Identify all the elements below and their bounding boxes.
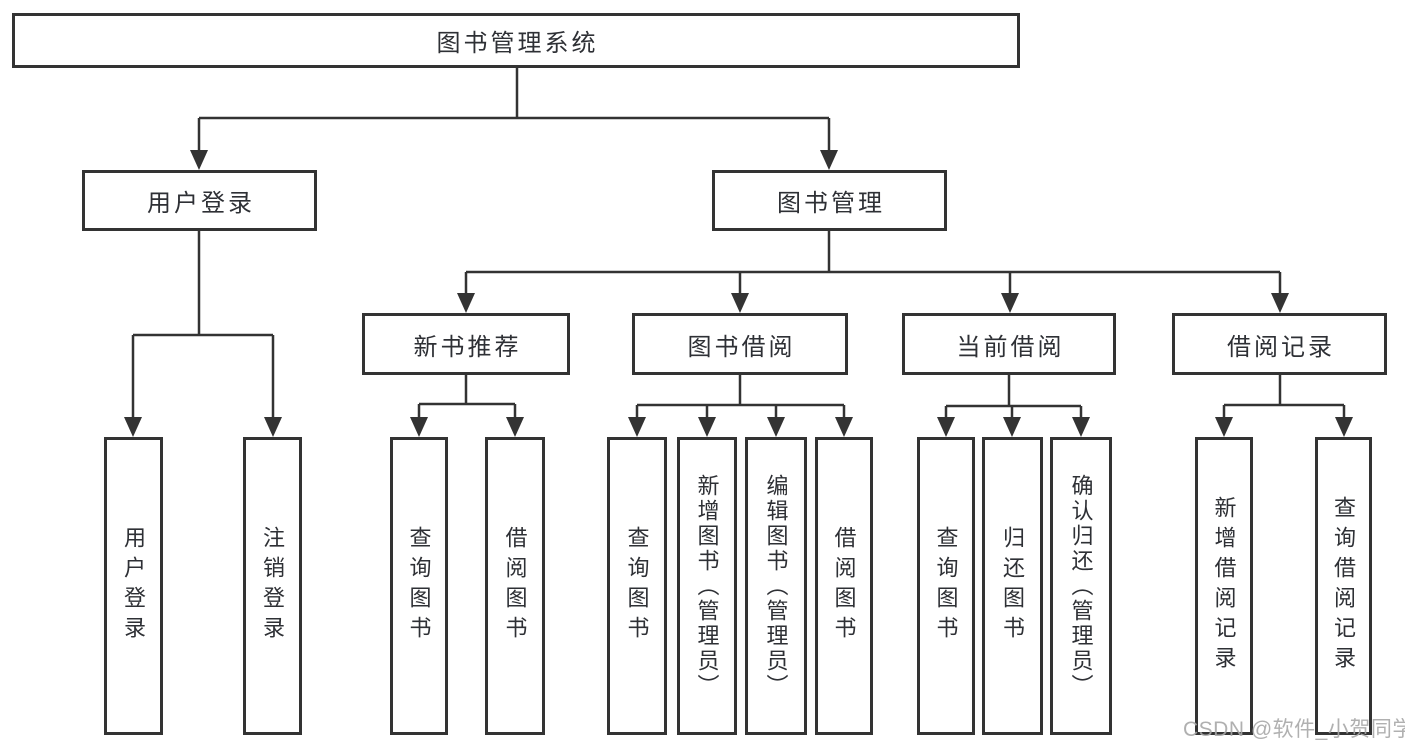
connector-current-borrow-children	[937, 374, 1090, 437]
connector-book-management-children	[457, 230, 1289, 313]
leaf-newbook-query: 查询图书	[390, 437, 448, 735]
leaf-current-return-label: 归还图书	[1000, 526, 1026, 646]
node-user-login-label: 用户登录	[147, 190, 255, 217]
leaf-newbook-borrow-label: 借阅图书	[502, 526, 528, 646]
leaf-records-add-label: 新增借阅记录	[1211, 496, 1237, 676]
leaf-newbook-borrow: 借阅图书	[485, 437, 545, 735]
leaf-borrow-query-label: 查询图书	[624, 526, 650, 646]
node-borrow-records: 借阅记录	[1172, 313, 1387, 375]
leaf-borrow-borrow-label: 借阅图书	[831, 526, 857, 646]
leaf-borrow-borrow: 借阅图书	[815, 437, 873, 735]
leaf-borrow-query: 查询图书	[607, 437, 667, 735]
leaf-borrow-add-admin-label: 新增图书（管理员）	[694, 473, 720, 699]
leaf-current-confirm-admin-label: 确认归还（管理员）	[1068, 473, 1094, 699]
connector-new-book-children	[410, 374, 524, 437]
node-book-borrow: 图书借阅	[632, 313, 848, 375]
node-new-book-recommend: 新书推荐	[362, 313, 570, 375]
leaf-records-query-label: 查询借阅记录	[1331, 496, 1357, 676]
node-root: 图书管理系统	[12, 13, 1020, 68]
node-book-borrow-label: 图书借阅	[687, 333, 796, 361]
watermark: CSDN @软件_小贺同学	[1183, 718, 1405, 741]
leaf-current-query: 查询图书	[917, 437, 975, 735]
leaf-records-query: 查询借阅记录	[1315, 437, 1372, 735]
node-borrow-records-label: 借阅记录	[1227, 333, 1335, 361]
node-current-borrow-label: 当前借阅	[956, 333, 1065, 361]
leaf-borrow-add-admin: 新增图书（管理员）	[677, 437, 737, 735]
leaf-current-confirm-admin: 确认归还（管理员）	[1050, 437, 1112, 735]
connector-root-to-level2	[190, 66, 838, 170]
node-current-borrow: 当前借阅	[902, 313, 1116, 375]
node-book-management-label: 图书管理	[777, 190, 885, 217]
connector-borrow-records-children	[1215, 374, 1353, 437]
leaf-user-login: 用户登录	[104, 437, 163, 735]
leaf-borrow-edit-admin-label: 编辑图书（管理员）	[763, 473, 789, 699]
leaf-current-query-label: 查询图书	[933, 526, 959, 646]
node-book-management: 图书管理	[712, 170, 947, 231]
leaf-user-login-label: 用户登录	[121, 526, 147, 646]
node-root-label: 图书管理系统	[436, 30, 599, 57]
leaf-newbook-query-label: 查询图书	[406, 526, 432, 646]
leaf-records-add: 新增借阅记录	[1195, 437, 1253, 735]
node-new-book-recommend-label: 新书推荐	[413, 333, 522, 361]
connector-book-borrow-children	[628, 374, 853, 437]
leaf-logout: 注销登录	[243, 437, 302, 735]
leaf-borrow-edit-admin: 编辑图书（管理员）	[745, 437, 807, 735]
leaf-current-return: 归还图书	[982, 437, 1043, 735]
node-user-login: 用户登录	[82, 170, 317, 231]
leaf-logout-label: 注销登录	[260, 526, 286, 646]
connector-user-login-children	[124, 230, 282, 437]
